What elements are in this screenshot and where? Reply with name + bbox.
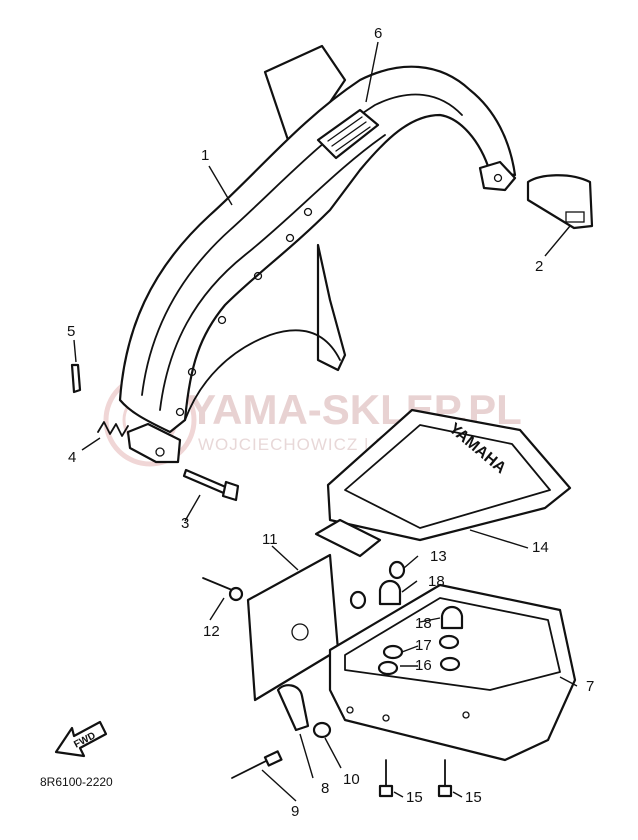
spring-4 [97,421,129,437]
callout-17: 17 [415,637,432,654]
fwd-arrow-icon: FWD [54,720,108,758]
callout-11: 11 [262,531,278,548]
callout-15a: 15 [406,789,423,806]
callout-8: 8 [321,780,329,797]
callout-5: 5 [67,323,75,340]
callout-1: 1 [201,147,209,164]
rear-fender [118,44,517,464]
callout-12: 12 [203,623,220,640]
callout-16: 16 [415,657,432,674]
fasteners [231,560,464,798]
callout-13: 13 [430,548,447,565]
battery-cover: YAMAHA [314,408,572,558]
battery-case [328,583,577,762]
callout-4: 4 [68,449,76,466]
pin-5 [70,363,82,394]
side-plate [246,553,340,702]
screw-12 [202,577,244,602]
callout-15b: 15 [465,789,482,806]
fwd-label: FWD [72,730,97,750]
callout-6: 6 [374,25,382,42]
callout-7: 7 [586,678,594,695]
callouts: 1 2 3 4 5 6 7 8 9 10 11 12 13 14 15 15 1… [67,25,594,820]
fender-flap [526,174,594,230]
callout-9: 9 [291,803,299,820]
callout-2: 2 [535,258,543,275]
bolt-3 [182,468,240,502]
callout-3: 3 [181,515,189,532]
callout-18b: 18 [415,615,432,632]
callout-14: 14 [532,539,549,556]
callout-10: 10 [343,771,360,788]
diagram-code: 8R6100-2220 [40,775,113,789]
leader-lines [73,41,578,802]
callout-18a: 18 [428,573,445,590]
